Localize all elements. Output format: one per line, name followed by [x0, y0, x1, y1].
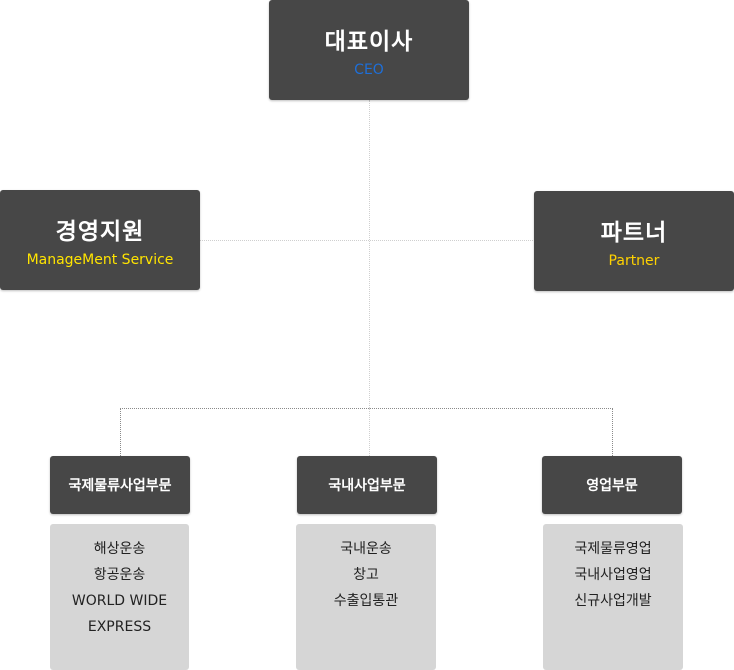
division-bus-line	[120, 408, 613, 409]
ceo-title: 대표이사	[324, 29, 414, 55]
management-box: 경영지원 ManageMent Service	[0, 190, 200, 290]
division-drop-line-2	[369, 408, 370, 456]
management-subtitle: ManageMent Service	[26, 252, 174, 268]
division-panel-domestic-business: 국내운송 창고 수출입통관	[296, 524, 436, 670]
ceo-subtitle: CEO	[354, 62, 384, 78]
division-box-domestic-business: 국내사업부문	[297, 456, 437, 514]
division-item: 국내사업영업	[574, 567, 652, 583]
partner-subtitle: Partner	[608, 253, 660, 269]
division-title: 국제물류사업부문	[68, 478, 172, 494]
division-item: 국제물류영업	[574, 541, 652, 557]
division-item: WORLD WIDE	[71, 593, 168, 609]
division-title: 국내사업부문	[328, 478, 406, 494]
division-item: 신규사업개발	[574, 593, 652, 609]
division-box-sales: 영업부문	[542, 456, 682, 514]
division-item: 창고	[353, 567, 379, 583]
division-panel-international-logistics: 해상운송 항공운송 WORLD WIDE EXPRESS	[50, 524, 189, 670]
division-panel-sales: 국제물류영업 국내사업영업 신규사업개발	[543, 524, 683, 670]
division-item: 항공운송	[93, 567, 146, 583]
division-item: 수출입통관	[333, 593, 399, 609]
management-title: 경영지원	[55, 219, 145, 245]
division-item: 해상운송	[93, 541, 146, 557]
division-drop-line-1	[120, 408, 121, 456]
division-box-international-logistics: 국제물류사업부문	[50, 456, 190, 514]
partner-box: 파트너 Partner	[534, 191, 734, 291]
management-connector-line	[200, 240, 535, 241]
ceo-box: 대표이사 CEO	[269, 0, 469, 100]
division-item: EXPRESS	[87, 619, 152, 635]
division-drop-line-3	[612, 408, 613, 456]
division-item: 국내운송	[340, 541, 392, 557]
division-title: 영업부문	[586, 478, 638, 494]
partner-title: 파트너	[600, 220, 668, 246]
ceo-trunk-line	[369, 100, 370, 408]
